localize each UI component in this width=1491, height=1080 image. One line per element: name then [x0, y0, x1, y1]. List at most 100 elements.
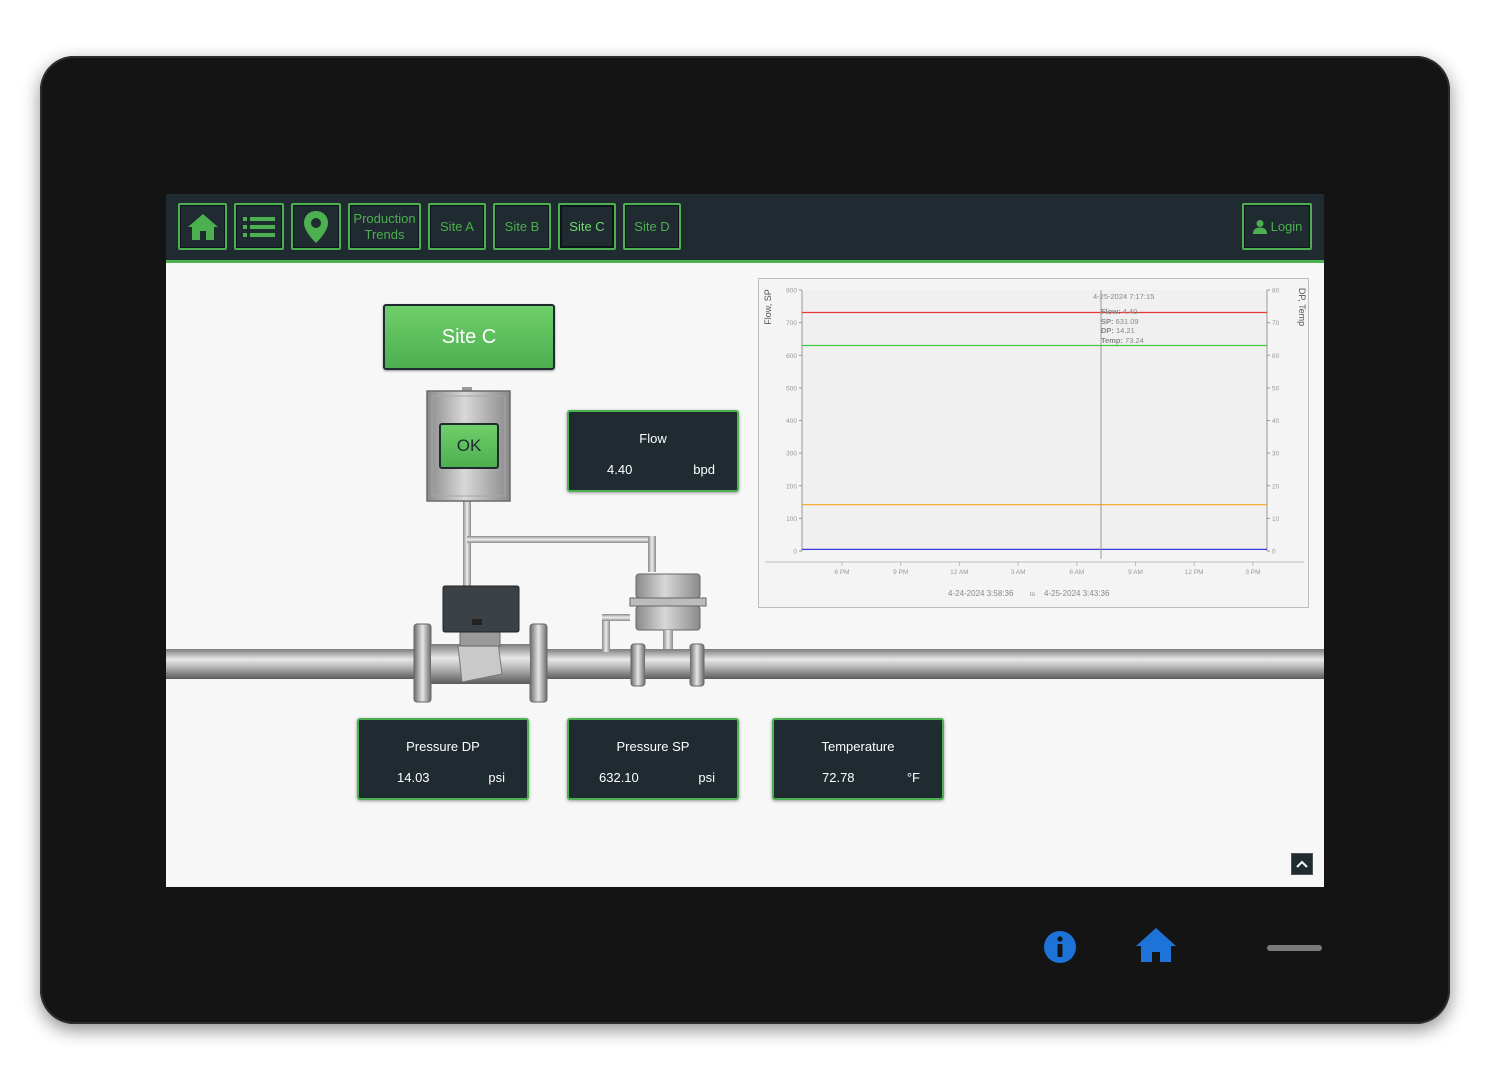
flow-value: 4.40: [607, 462, 633, 477]
tooltip-row: Flow: 4.40: [1101, 307, 1137, 316]
tooltip-row: SP: 631.09: [1101, 317, 1139, 326]
x-tick-label: 3 PM: [1245, 569, 1260, 576]
x-tick-label: 6 AM: [1069, 569, 1084, 576]
nav-site-b[interactable]: Site B: [493, 203, 551, 250]
login-button[interactable]: Login: [1242, 203, 1312, 250]
pressure-dp-label: Pressure DP: [406, 739, 480, 754]
pressure-sp-label: Pressure SP: [616, 739, 690, 754]
temperature-card[interactable]: Temperature 72.78 °F: [772, 718, 944, 800]
nav-site-d-label: Site D: [634, 218, 670, 234]
y-tick-label: 700: [786, 320, 797, 327]
y2-tick-label: 70: [1272, 320, 1280, 327]
tooltip-key-flow: Flow:: [1101, 307, 1121, 316]
menu-bar-indicator[interactable]: [1267, 945, 1322, 951]
temperature-label: Temperature: [821, 739, 895, 754]
trend-chart-svg: 0 100 200 300 400 500 600 700 800 0 10 20 30 40 50 60 7…: [763, 288, 1307, 599]
map-nav-button[interactable]: [291, 203, 341, 250]
x-tick-label: 12 AM: [950, 569, 968, 576]
tooltip-key-temp: Temp:: [1101, 336, 1123, 345]
y-tick-label: 0: [793, 549, 797, 556]
hmi-screen: Production Trends Site A Site B Site C S…: [166, 194, 1324, 887]
top-navigation-bar: Production Trends Site A Site B Site C S…: [166, 194, 1324, 263]
tooltip-val-dp: 14.21: [1116, 326, 1135, 335]
nav-site-c-label: Site C: [569, 218, 605, 234]
y2-tick-label: 50: [1272, 385, 1280, 392]
time-range-label: 4-24-2024 3:58:36 to 4-25-2024 3:43:36: [948, 589, 1110, 598]
flow-meter-body: [413, 585, 548, 703]
y-tick-label: 100: [786, 516, 797, 523]
production-trends-button[interactable]: Production Trends: [348, 203, 421, 250]
nav-site-a-label: Site A: [440, 218, 474, 234]
trend-chart[interactable]: 0 100 200 300 400 500 600 700 800 0 10 20 30 40 50 60 7…: [758, 278, 1309, 608]
pressure-dp-value: 14.03: [397, 770, 430, 785]
x-tick-label: 9 PM: [893, 569, 908, 576]
y-tick-label: 600: [786, 353, 797, 360]
y-tick-label: 200: [786, 483, 797, 490]
process-diagram: [166, 387, 1324, 703]
login-label: Login: [1270, 218, 1303, 234]
pressure-sp-value: 632.10: [599, 770, 639, 785]
pressure-dp-unit: psi: [488, 770, 505, 785]
y2-tick-label: 80: [1272, 288, 1280, 295]
pressure-dp-card[interactable]: Pressure DP 14.03 psi: [357, 718, 529, 800]
y2-tick-label: 60: [1272, 353, 1280, 360]
production-trends-label-line1: Production: [353, 210, 416, 226]
main-pipe: [166, 649, 1324, 679]
y2-tick-label: 30: [1272, 451, 1280, 458]
plot-area: [802, 290, 1267, 551]
chevron-up-icon: [1296, 860, 1308, 868]
impulse-tubing: [463, 500, 656, 652]
y2-tick-label: 20: [1272, 483, 1280, 490]
status-ok-indicator[interactable]: OK: [439, 423, 499, 469]
y-tick-label: 800: [786, 288, 797, 295]
tooltip-row: Temp: 73.24: [1101, 336, 1144, 345]
menu-nav-button[interactable]: [234, 203, 284, 250]
home-icon[interactable]: [1134, 926, 1178, 964]
flow-label: Flow: [639, 431, 667, 446]
scroll-top-button[interactable]: [1291, 853, 1313, 875]
y-tick-label: 300: [786, 451, 797, 458]
nav-site-c[interactable]: Site C: [558, 203, 616, 250]
pressure-sp-card[interactable]: Pressure SP 632.10 psi: [567, 718, 739, 800]
x-tick-label: 9 AM: [1128, 569, 1143, 576]
x-axis-ticks: 6 PM 9 PM 12 AM 3 AM 6 AM 9 AM 12 PM 3 PM: [765, 561, 1304, 576]
tooltip-val-temp: 73.24: [1125, 336, 1144, 345]
series-lines: [802, 311, 1267, 550]
flow-card[interactable]: Flow 4.40 bpd: [567, 410, 739, 492]
list-icon: [243, 216, 275, 237]
tooltip-key-dp: DP:: [1101, 326, 1114, 335]
pressure-sp-unit: psi: [698, 770, 715, 785]
x-tick-label: 6 PM: [834, 569, 849, 576]
y-axis-ticks: 0 100 200 300 400 500 600 700 800: [786, 288, 803, 556]
x-tick-label: 3 AM: [1011, 569, 1026, 576]
temperature-value: 72.78: [822, 770, 855, 785]
site-title-button[interactable]: Site C: [383, 304, 555, 370]
y2-tick-label: 10: [1272, 516, 1280, 523]
range-end: 4-25-2024 3:43:36: [1044, 589, 1110, 598]
production-trends-label-line2: Trends: [364, 226, 405, 242]
tooltip-key-sp: SP:: [1101, 317, 1114, 326]
y2-tick-label: 40: [1272, 418, 1280, 425]
y-tick-label: 500: [786, 385, 797, 392]
y-tick-label: 400: [786, 418, 797, 425]
tooltip-val-sp: 631.09: [1116, 317, 1139, 326]
tooltip-row: DP: 14.21: [1101, 326, 1135, 335]
tooltip-val-flow: 4.40: [1123, 307, 1138, 316]
home-icon: [187, 213, 218, 240]
y2-axis-label: DP, Temp: [1297, 288, 1307, 326]
nav-site-a[interactable]: Site A: [428, 203, 486, 250]
home-nav-button[interactable]: [178, 203, 227, 250]
x-tick-label: 12 PM: [1185, 569, 1204, 576]
status-ok-label: OK: [456, 436, 482, 455]
nav-site-b-label: Site B: [504, 218, 540, 234]
dp-transmitter: [629, 573, 707, 687]
range-start: 4-24-2024 3:58:36: [948, 589, 1014, 598]
flow-unit: bpd: [693, 462, 715, 477]
nav-site-d[interactable]: Site D: [623, 203, 681, 250]
map-pin-icon: [304, 210, 328, 243]
temperature-unit: °F: [906, 770, 920, 785]
user-icon: [1252, 219, 1267, 234]
info-icon[interactable]: [1042, 929, 1078, 965]
tooltip-time: 4-25-2024 7:17:15: [1093, 292, 1154, 301]
